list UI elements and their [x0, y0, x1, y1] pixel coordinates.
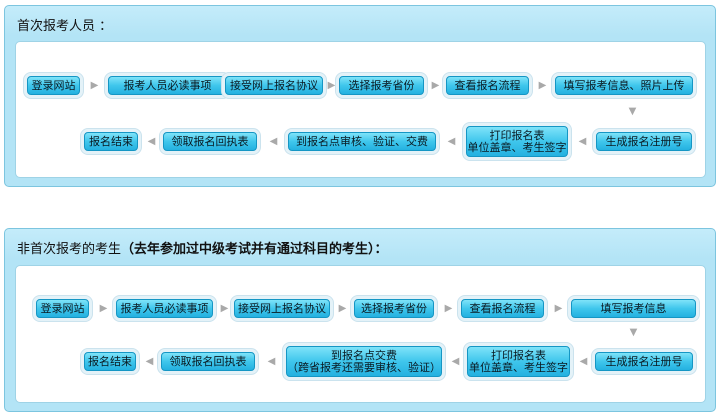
arrow-right-icon: ▶ [538, 80, 547, 91]
arrow-right-icon: ▶ [431, 80, 440, 91]
returning-title-prefix: 非首次报考的考生 [17, 242, 122, 257]
step-5: 查看报名流程 [461, 299, 544, 318]
step-label-line: 领取报名回执表 [171, 134, 249, 148]
step-row2-4: 打印报名表单位盖章、考生签字 [466, 126, 568, 157]
step-label-line: 报考人员必读事项 [123, 78, 212, 92]
step-label-line: 接受网上报名协议 [230, 78, 318, 92]
step-5: 查看报名流程 [446, 76, 529, 95]
returning-panel: 非首次报考的考生（去年参加过中级考试并有通过科目的考生）： 登录网站 ▶ 报考人员必… [4, 228, 716, 412]
arrow-right-icon: ▶ [90, 80, 99, 91]
step-label-line: 报考人员必读事项 [120, 301, 209, 315]
step-2: 报考人员必读事项 [116, 299, 213, 318]
step-2: 报考人员必读事项 [108, 76, 227, 95]
step-label-line: 生成报名注册号 [605, 134, 683, 148]
step-label-line: 报名结束 [89, 134, 133, 148]
step-label-line: 到报名点交费 [331, 348, 397, 362]
arrow-right-icon: ▶ [99, 303, 108, 314]
step-label-line: 生成报名注册号 [605, 354, 683, 368]
step-row2-2: 领取报名回执表 [161, 352, 255, 371]
arrow-right-icon: ▶ [444, 303, 453, 314]
step-row2-4: 打印报名表单位盖章、考生签字 [467, 346, 570, 377]
step-row2-5: 生成报名注册号 [596, 132, 692, 151]
step-row2-1: 报名结束 [84, 132, 138, 151]
step-1: 登录网站 [36, 299, 89, 318]
first-time-title: 首次报考人员 ： [17, 19, 113, 34]
step-4: 选择报考省份 [339, 76, 424, 95]
step-6: 填写报考信息、照片上传 [555, 76, 693, 95]
step-label-line: 登录网站 [40, 301, 85, 315]
step-label-line: 打印报名表 [489, 128, 545, 142]
step-3: 接受网上报名协议 [225, 76, 323, 95]
step-label-line: （跨省报考还需要审核、验证） [287, 360, 441, 374]
step-label-line: 报名结束 [88, 354, 132, 368]
step-label-line: 查看报名流程 [454, 78, 521, 92]
arrow-left-icon: ◀ [578, 136, 587, 147]
arrow-left-icon: ◀ [267, 356, 276, 367]
step-label-line: 打印报名表 [491, 348, 546, 362]
step-4: 选择报考省份 [354, 299, 434, 318]
returning-title: 非首次报考的考生（去年参加过中级考试并有通过科目的考生）： [17, 238, 388, 257]
step-label-line: 填写报考信息、照片上传 [563, 78, 685, 92]
step-row2-5: 生成报名注册号 [595, 352, 693, 371]
arrow-left-icon: ◀ [447, 136, 456, 147]
returning-title-bold: （去年参加过中级考试并有通过科目的考生）： [121, 242, 388, 257]
arrow-left-icon: ◀ [451, 356, 460, 367]
arrow-down-icon: ▼ [629, 327, 638, 338]
step-label-line: 领取报名回执表 [169, 354, 247, 368]
step-label-line: 到报名点审核、验证、交费 [296, 134, 428, 148]
step-label-line: 选择报考省份 [348, 78, 415, 92]
first-time-panel: 首次报考人员 ： 登录网站 ▶ 报考人员必读事项 ▶ 接受网上报名协议 ▶ 选择报考省份 ▶ 查… [4, 5, 716, 187]
arrow-left-icon: ◀ [269, 136, 278, 147]
step-1: 登录网站 [27, 76, 80, 95]
arrow-right-icon: ▶ [327, 80, 336, 91]
arrow-right-icon: ▶ [220, 303, 229, 314]
arrow-left-icon: ◀ [145, 356, 154, 367]
step-label-line: 接受网上报名协议 [238, 301, 326, 315]
returning-flow: 登录网站 ▶ 报考人员必读事项 ▶ 接受网上报名协议 ▶ 选择报考省份 ▶ 查看报名流程 ▶ 填写报… [15, 265, 706, 403]
arrow-left-icon: ◀ [147, 136, 156, 147]
step-row2-2: 领取报名回执表 [163, 132, 257, 151]
step-6: 填写报考信息 [571, 299, 696, 318]
step-label-line: 查看报名流程 [469, 301, 536, 315]
arrow-left-icon: ◀ [579, 356, 588, 367]
step-3: 接受网上报名协议 [234, 299, 330, 318]
arrow-right-icon: ▶ [338, 303, 347, 314]
step-label-line: 填写报考信息 [600, 301, 667, 315]
step-label-line: 选择报考省份 [361, 301, 427, 315]
step-row2-3: 到报名点审核、验证、交费 [288, 132, 436, 151]
first-time-flow: 登录网站▶报考人员必读事项▶接受网上报名协议▶选择报考省份▶查看报名流程▶填写报… [15, 41, 706, 178]
step-label-line: 单位盖章、考生签字 [467, 140, 567, 154]
step-row2-3: 到报名点交费（跨省报考还需要审核、验证） [286, 346, 442, 377]
step-label-line: 登录网站 [31, 78, 76, 92]
step-label-line: 单位盖章、考生签字 [469, 360, 568, 374]
arrow-down-icon: ▼ [628, 106, 637, 117]
arrow-right-icon: ▶ [554, 303, 563, 314]
step-row2-1: 报名结束 [84, 352, 136, 371]
